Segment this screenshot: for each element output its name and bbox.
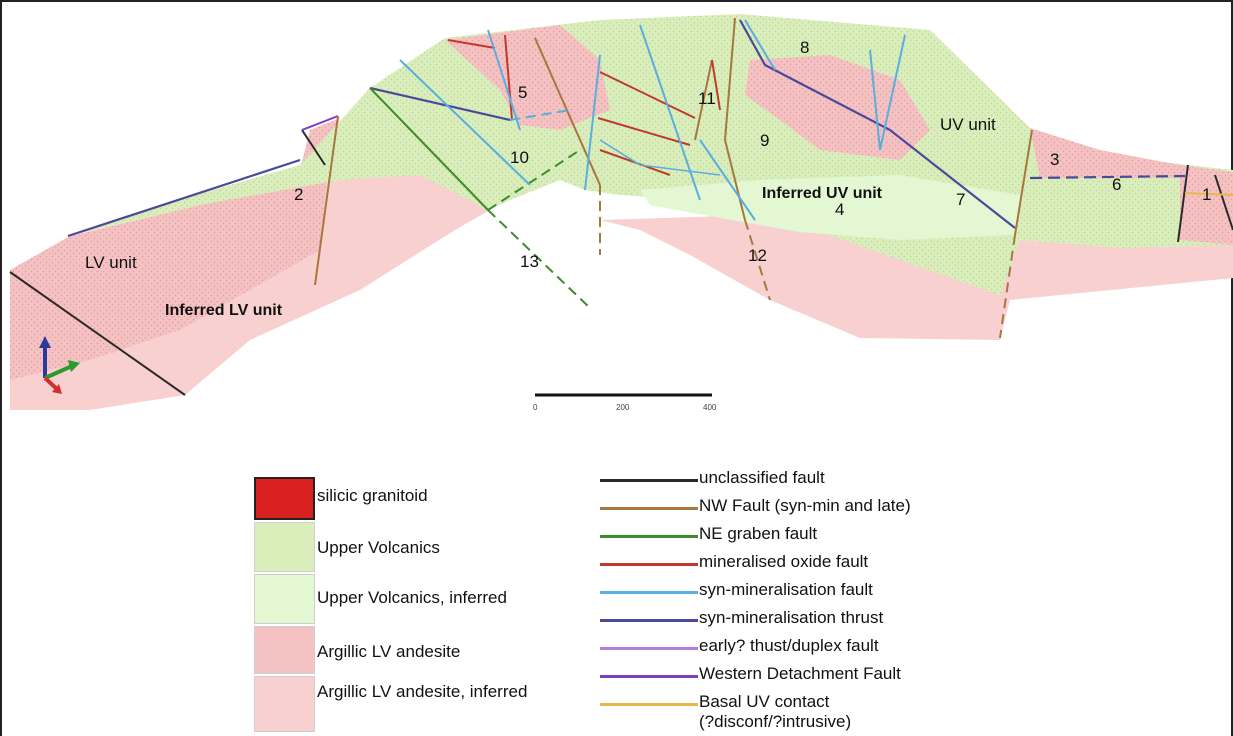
ne-graben-fault-13: [487, 209, 591, 309]
legend-row-basal-uv-contact: Basal UV contact (?disconf/?intrusive): [600, 692, 980, 731]
legend-row-ne-graben-fault: NE graben fault: [600, 524, 980, 546]
fault-number-9: 9: [760, 131, 769, 150]
legend-label-syn-mineralisation-thrust: syn-mineralisation thrust: [699, 608, 884, 627]
legend-label-argillic-lv-inferred: Argillic LV andesite, inferred: [317, 682, 528, 701]
oxide-fault-f: [711, 59, 721, 111]
legend-row-mineralised-oxide-fault: mineralised oxide fault: [600, 552, 980, 574]
legend-row-nw-fault: NW Fault (syn-min and late): [600, 496, 980, 518]
legend-label-western-detachment: Western Detachment Fault: [699, 664, 901, 683]
inferred-uv-unit-label: Inferred UV unit: [762, 185, 883, 202]
thrust-fault-7: [739, 19, 1016, 229]
nw-fault-7-dashed: [999, 234, 1016, 339]
oxide-fault-a: [447, 39, 496, 49]
scale-bar: 0 200 400: [533, 393, 717, 412]
fault-number-11: 11: [698, 89, 716, 108]
geological-cross-section: 1 2 3 4 5 6 7 8 9 10 11 12 13 LV unit UV…: [9, 14, 1233, 412]
western-detachment: [301, 115, 339, 131]
legend-label-basal-uv-contact-sub: (?disconf/?intrusive): [699, 712, 852, 731]
unclassified-fault-west: [9, 271, 186, 396]
fault-number-10: 10: [510, 148, 529, 167]
inferred-lv-unit-label: Inferred LV unit: [165, 302, 283, 319]
legend-row-early-thrust: early? thust/duplex fault: [600, 636, 980, 658]
nw-fault-11: [694, 59, 713, 141]
syn-min-fault-i: [744, 19, 776, 71]
oxide-fault-c: [599, 71, 696, 119]
argillic-island-right: [1030, 128, 1180, 178]
thrust-fault-2: [67, 158, 301, 238]
legend-label-argillic-lv: Argillic LV andesite: [317, 642, 461, 661]
legend-label-upper-volcanics: Upper Volcanics: [317, 538, 440, 557]
fault-number-1: 1: [1202, 185, 1211, 204]
scale-tick-200: 200: [616, 403, 630, 412]
fault-number-7: 7: [956, 190, 965, 209]
unclassified-fault-1b: [1214, 174, 1233, 231]
nw-fault-12: [723, 17, 746, 221]
legend-label-syn-mineralisation-fault: syn-mineralisation fault: [699, 580, 873, 599]
syn-min-fault-j: [599, 139, 721, 176]
fault-number-3: 3: [1050, 150, 1059, 169]
legend-label-mineralised-oxide-fault: mineralised oxide fault: [699, 552, 869, 571]
syn-min-fault-g: [869, 49, 881, 151]
legend-label-early-thrust: early? thust/duplex fault: [699, 636, 879, 655]
uv-unit-label: UV unit: [940, 115, 996, 134]
fault-number-4: 4: [835, 200, 844, 219]
legend-label-basal-uv-contact: Basal UV contact: [699, 692, 830, 711]
argillic-east-edge: [1180, 165, 1233, 245]
legend-row-western-detachment: Western Detachment Fault: [600, 664, 980, 686]
legend-label-silicic-granitoid: silicic granitoid: [317, 486, 428, 505]
nw-fault-12-dashed: [744, 219, 771, 301]
legend-label-nw-fault: NW Fault (syn-min and late): [699, 496, 911, 515]
syn-min-fault-a: [399, 59, 531, 186]
fault-number-6: 6: [1112, 175, 1121, 194]
legend-swatch-silicic-granitoid: [254, 477, 315, 520]
lv-unit-body: [10, 118, 340, 380]
legend-swatch-upper-volcanics: [254, 522, 315, 572]
legend-swatch-argillic-lv-inferred: [254, 676, 315, 732]
oxide-fault-d: [597, 117, 691, 146]
scale-tick-0: 0: [533, 403, 538, 412]
syn-min-fault-b: [487, 29, 521, 131]
orientation-axes-icon: [39, 336, 80, 394]
syn-min-fault-c: [509, 109, 571, 121]
fault-lines: [9, 17, 1233, 396]
thrust-fault-center: [369, 86, 511, 122]
fault-number-2: 2: [294, 185, 303, 204]
fault-number-8: 8: [800, 38, 809, 57]
legend-swatch-upper-volcanics-inferred: [254, 574, 315, 624]
ne-graben-fault-dashed: [487, 149, 581, 211]
legend-row-syn-mineralisation-thrust: syn-mineralisation thrust: [600, 608, 980, 630]
legend: silicic granitoid Upper Volcanics Upper …: [250, 466, 975, 736]
unclassified-fault-2: [301, 129, 326, 166]
basal-uv-contact: [1184, 192, 1233, 196]
nw-fault-2: [314, 115, 339, 286]
unclassified-fault-1a: [1177, 164, 1189, 243]
legend-label-unclassified-fault: unclassified fault: [699, 468, 825, 487]
syn-min-fault-f: [699, 139, 756, 221]
legend-label-ne-graben-fault: NE graben fault: [699, 524, 818, 543]
fault-number-13: 13: [520, 252, 539, 271]
syn-min-fault-d: [584, 54, 601, 191]
lv-unit-label: LV unit: [85, 253, 137, 272]
syn-min-fault-h: [879, 34, 906, 151]
fault-number-5: 5: [518, 83, 527, 102]
legend-label-upper-volcanics-inferred: Upper Volcanics, inferred: [317, 588, 507, 607]
nw-fault-7: [1014, 129, 1033, 236]
legend-row-syn-mineralisation-fault: syn-mineralisation fault: [600, 580, 980, 602]
scale-tick-400: 400: [703, 403, 717, 412]
legend-swatch-argillic-lv: [254, 626, 315, 674]
oxide-fault-b: [504, 34, 513, 121]
argillic-island-center: [445, 25, 610, 130]
ne-graben-fault-10: [369, 87, 489, 211]
legend-row-unclassified-fault: unclassified fault: [600, 468, 980, 490]
fault-number-12: 12: [748, 246, 767, 265]
thrust-fault-6: [1029, 174, 1186, 180]
